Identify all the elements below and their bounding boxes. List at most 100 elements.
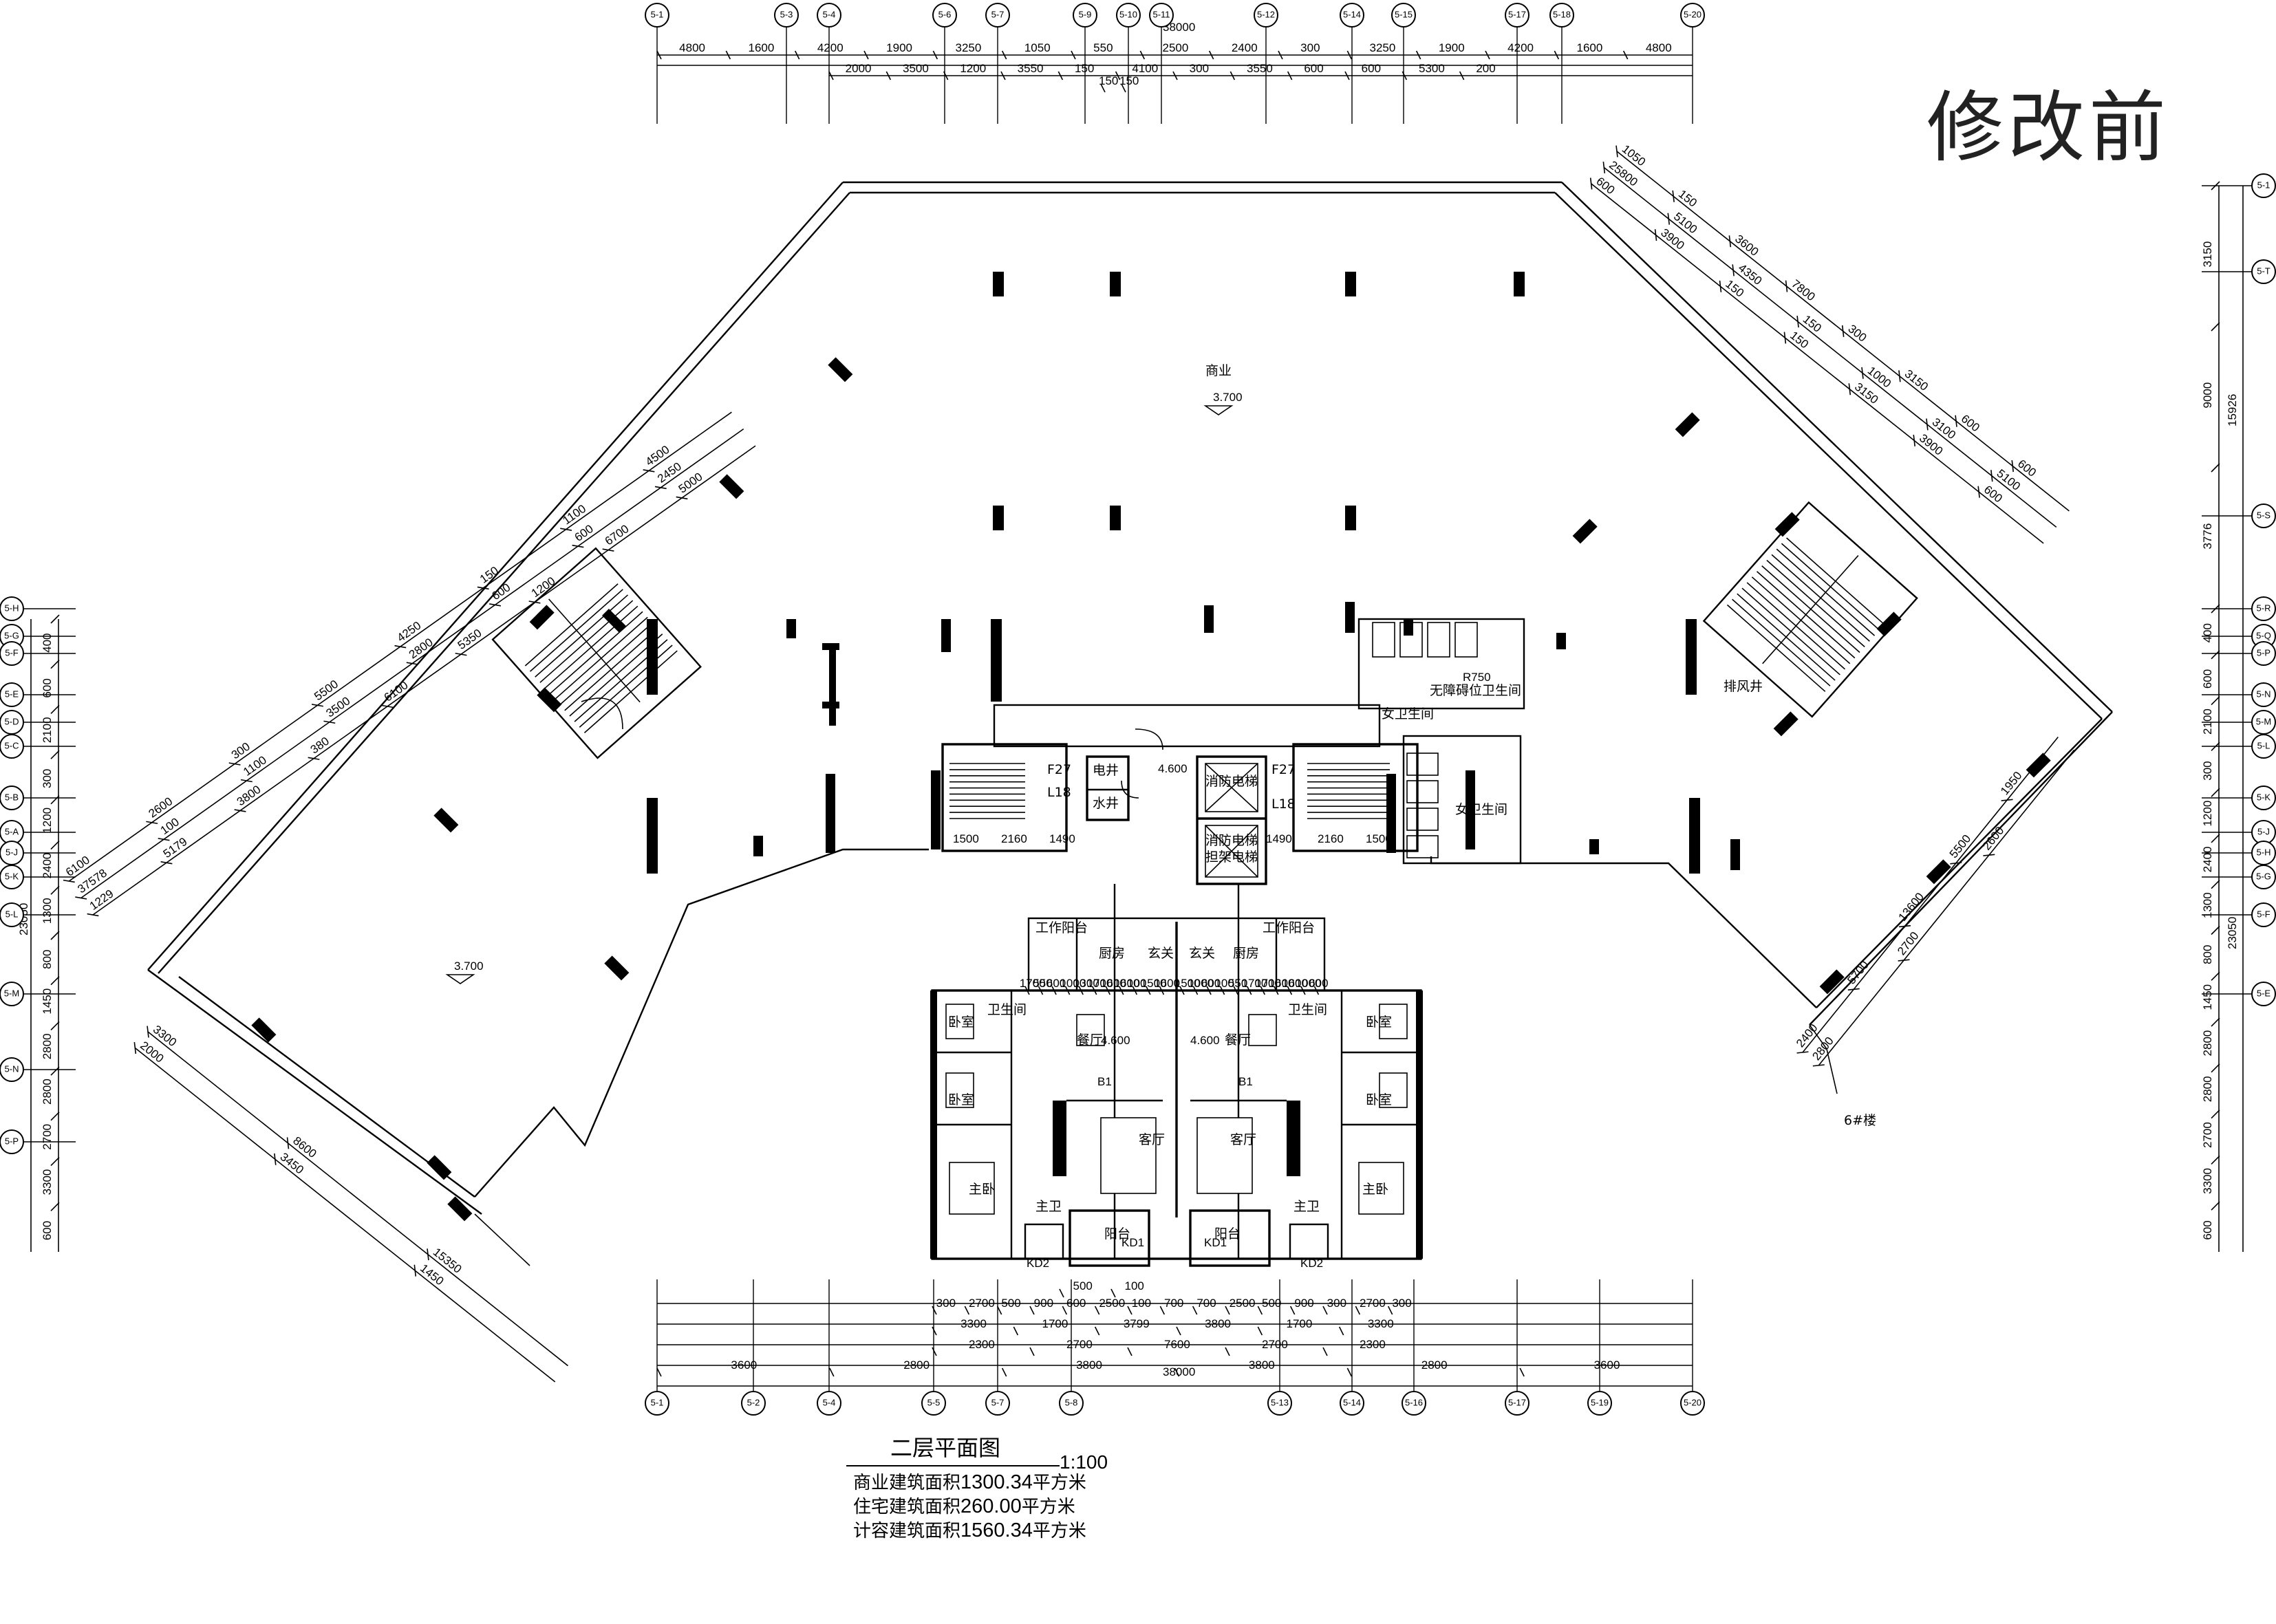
grid-label: 5-J [6, 847, 18, 857]
unit-elev-left: 4.600 [1101, 1034, 1130, 1047]
bottom-dim: 3300 [960, 1317, 987, 1330]
grid-label: 5-7 [991, 9, 1005, 19]
top-overall-dim: 38000 [1163, 21, 1195, 34]
grid-bubble: 5-A [0, 820, 76, 845]
unit-dim: 550 [1228, 977, 1247, 990]
top-dim: 5300 [1419, 62, 1445, 75]
bottom-overall-dim: 38000 [1163, 1365, 1195, 1378]
bottom-dim: 500 [1262, 1297, 1281, 1310]
grid-label: 5-18 [1553, 9, 1571, 19]
fire-stretcher-elevator-label-1: 消防电梯 [1205, 833, 1258, 848]
grid-bubble: 5-K [2202, 786, 2276, 810]
area-unit: 平方米 [1032, 1473, 1086, 1493]
left-dim: 2800 [41, 1033, 54, 1059]
grid-bubble: 5-4 [817, 1279, 841, 1416]
grid-label: 5-H [5, 603, 19, 613]
top-dim: 300 [1190, 62, 1209, 75]
grid-bubble: 5-P [2202, 641, 2276, 666]
grid-bubble: 5-1 [2202, 173, 2276, 198]
grid-bubble: 5-J [2202, 820, 2276, 845]
grid-label: 5-E [5, 689, 19, 699]
ne-dim: 150 [1723, 277, 1746, 300]
area-summary: 商业建筑面积1300.34平方米 住宅建筑面积260.00平方米 计容建筑面积1… [853, 1471, 1086, 1543]
drawing-scale: 1:100 [1060, 1451, 1108, 1473]
grid-label: 5-3 [780, 9, 793, 19]
master-left: 主卧 [969, 1182, 995, 1197]
lobby-door-swing-2 [1121, 780, 1139, 799]
top-dim: 1200 [960, 62, 986, 75]
title-underline [846, 1465, 1060, 1466]
top-dim: 3550 [1247, 62, 1273, 75]
womens-wc-label-2: 女卫生间 [1455, 802, 1507, 817]
grid-label: 5-15 [1395, 9, 1413, 19]
bottom-dim: 1700 [1287, 1317, 1313, 1330]
grid-label: 5-4 [823, 1397, 836, 1407]
grid-bubble: 5-5 [921, 1279, 946, 1416]
elec-shaft-label: 电井 [1093, 763, 1119, 778]
dining-left: 餐厅 [1077, 1032, 1103, 1048]
area-label: 商业建筑面积 [853, 1473, 961, 1493]
area-row-total: 计容建筑面积1560.34平方米 [853, 1519, 1086, 1543]
top-dim: 1600 [1577, 41, 1603, 54]
balcony-right: 阳台 [1214, 1226, 1241, 1242]
top-dim: 2400 [1232, 41, 1258, 54]
top-dim: 2500 [1163, 41, 1189, 54]
bottom-dim: 3799 [1124, 1317, 1150, 1330]
right-upper-overall-dim: 15926 [2226, 394, 2239, 426]
commercial-elevation: 3.700 [1213, 391, 1243, 404]
stair-f27-left: F27 [1047, 762, 1071, 777]
west-elevation: 3.700 [454, 960, 484, 973]
grid-bubble: 5-N [0, 1057, 76, 1082]
grid-label: 5-E [2257, 988, 2271, 998]
bathroom-right: 卫生间 [1288, 1002, 1327, 1017]
top-dim: 3550 [1018, 62, 1044, 75]
top-dim: 3250 [956, 41, 982, 54]
unit-elev-right: 4.600 [1190, 1034, 1220, 1047]
grid-bubble: 5-8 [1059, 1279, 1084, 1416]
foyer-right: 玄关 [1189, 946, 1215, 961]
grid-label: 5-13 [1271, 1397, 1289, 1407]
ne-dim: 600 [1959, 412, 1982, 435]
bed-master-left [949, 1162, 995, 1215]
master-bath-right: 主卫 [1293, 1199, 1320, 1214]
sofa-right [1196, 1117, 1253, 1194]
accessible-wc-label: 无障碍位卫生间 [1430, 683, 1521, 698]
accessible-wc-code: R750 [1463, 671, 1491, 684]
top-dim: 1900 [886, 41, 912, 54]
balcony-left: 阳台 [1104, 1226, 1130, 1242]
central-core: F27 L18 电井 水井 4.600 消防电梯 消防电梯 担架电梯 F27 L… [941, 618, 1525, 885]
grid-label: 5-L [6, 909, 19, 919]
area-value: 1560.34 [960, 1519, 1033, 1541]
bottom-dim: 3800 [1249, 1358, 1275, 1372]
master-bath-left: 主卫 [1035, 1199, 1062, 1214]
top-dim: 2000 [846, 62, 872, 75]
kd2-left: KD2 [1027, 1257, 1049, 1270]
unit-type-left: B1 [1097, 1075, 1112, 1088]
grid-label: 5-9 [1079, 9, 1092, 19]
nw-dim: 600 [489, 581, 513, 603]
area-value: 260.00 [960, 1495, 1022, 1517]
bottom-dim: 300 [1327, 1297, 1346, 1310]
top-dim: 300 [1300, 41, 1320, 54]
building-number: 6#楼 [1844, 1113, 1876, 1128]
ne-dim: 600 [2015, 457, 2039, 479]
right-dim: 600 [2201, 1220, 2214, 1239]
grid-label: 5-K [5, 871, 19, 881]
top-dim: 600 [1362, 62, 1381, 75]
bottom-dim: 2700 [969, 1297, 995, 1310]
grid-bubble: 5-17 [1505, 1279, 1529, 1416]
grid-bubbles-left: 5-H5-G5-F5-E5-D5-C5-B5-A5-J5-K5-L5-M5-N5… [0, 596, 76, 1154]
grid-bubble: 5-T [2202, 259, 2276, 284]
left-dim: 3300 [41, 1169, 54, 1195]
grid-bubble: 5-12 [1254, 3, 1278, 124]
grid-label: 5-19 [1591, 1397, 1609, 1407]
womens-wc-label-1: 女卫生间 [1382, 706, 1434, 722]
top-dim: 4800 [679, 41, 705, 54]
right-dim: 2400 [2201, 846, 2214, 872]
ne-dim: 600 [1593, 175, 1617, 197]
right-dim: 600 [2201, 669, 2214, 689]
grid-label: 5-4 [823, 9, 836, 19]
grid-bubble: 5-E [0, 682, 76, 707]
